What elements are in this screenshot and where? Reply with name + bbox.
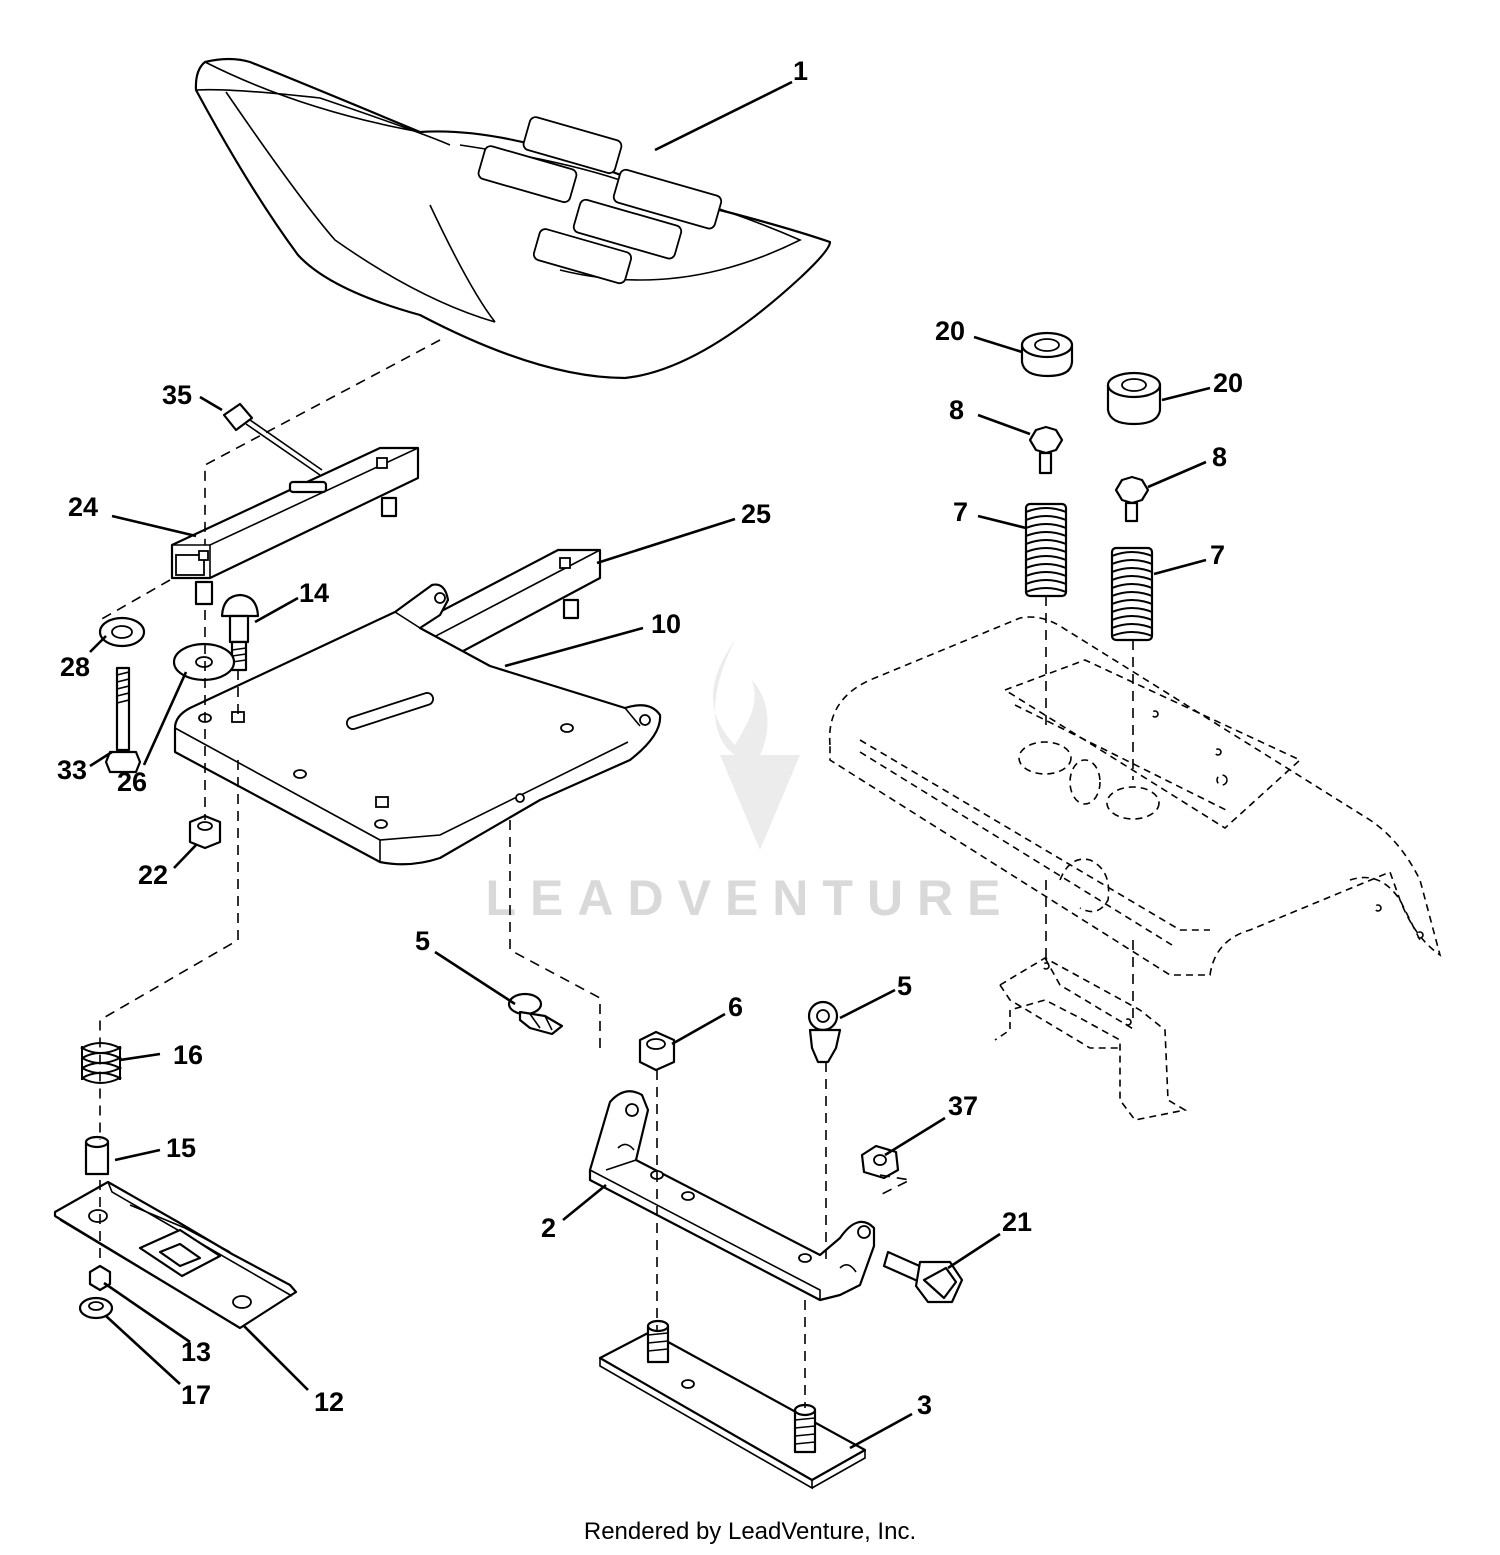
callout-7-right: 7	[1210, 540, 1225, 570]
callout-6: 6	[728, 992, 743, 1022]
shoulder-bolt	[882, 1250, 964, 1304]
callout-8-right: 8	[1212, 442, 1227, 472]
callout-10: 10	[651, 609, 681, 639]
seat-spring	[79, 1042, 123, 1084]
callout-33: 33	[57, 755, 87, 785]
screw-right	[1114, 475, 1150, 523]
spacer	[84, 1135, 110, 1176]
mounting-bracket	[588, 1090, 876, 1302]
spring-right	[1110, 546, 1154, 642]
callout-24: 24	[68, 492, 98, 522]
flange-nut-17	[78, 1296, 114, 1320]
callout-14: 14	[299, 578, 329, 608]
callout-22: 22	[138, 860, 168, 890]
seat	[194, 57, 832, 380]
callout-21: 21	[1002, 1207, 1032, 1237]
wire-connector	[222, 402, 323, 476]
callout-25: 25	[741, 499, 771, 529]
bottom-stud-plate	[598, 1319, 867, 1490]
tractor-body-reference	[828, 616, 1442, 1121]
callout-5-right: 5	[897, 971, 912, 1001]
bushing-left	[1020, 331, 1074, 378]
bushing-right	[1106, 371, 1162, 426]
hex-bolt	[104, 666, 142, 774]
callout-37: 37	[948, 1091, 978, 1121]
callout-3: 3	[917, 1390, 932, 1420]
callout-12: 12	[314, 1387, 344, 1417]
assembly-guide-lines	[99, 339, 1134, 1408]
hex-nut-6	[638, 1030, 676, 1072]
callout-26: 26	[117, 767, 147, 797]
watermark-text: LEADVENTURE	[485, 870, 1014, 926]
lock-washer	[98, 616, 146, 648]
callout-13: 13	[181, 1337, 211, 1367]
callout-7-left: 7	[953, 497, 968, 527]
spring-bracket-plate	[53, 1180, 298, 1330]
seat-rail-left	[170, 446, 420, 606]
callout-leaders	[89, 80, 1211, 1450]
leadventure-flame-logo	[713, 640, 800, 850]
screw-left	[1028, 425, 1064, 475]
callout-15: 15	[166, 1133, 196, 1163]
seat-pan	[173, 583, 662, 866]
callout-16: 16	[173, 1040, 203, 1070]
callout-1: 1	[793, 56, 808, 86]
spring-left	[1024, 502, 1068, 598]
wire-clip-left	[507, 992, 564, 1036]
watermark: LEADVENTURE	[485, 640, 1014, 926]
callout-numbers: 1 35 24 25 14 10 28 33 26 22 20 20 8 8 7…	[57, 56, 1243, 1420]
flat-washer	[172, 642, 236, 682]
footer-credit: Rendered by LeadVenture, Inc.	[583, 1518, 917, 1545]
wire-clip-right	[807, 1000, 842, 1064]
carriage-bolt	[220, 593, 260, 672]
callout-35: 35	[162, 380, 192, 410]
callout-2: 2	[541, 1213, 556, 1243]
callout-17: 17	[181, 1380, 211, 1410]
callout-5-left: 5	[415, 926, 430, 956]
callout-20-right: 20	[1213, 368, 1243, 398]
callout-8-left: 8	[949, 395, 964, 425]
callout-28: 28	[60, 652, 90, 682]
callout-20-left: 20	[935, 316, 965, 346]
hex-nut-small	[188, 814, 222, 850]
